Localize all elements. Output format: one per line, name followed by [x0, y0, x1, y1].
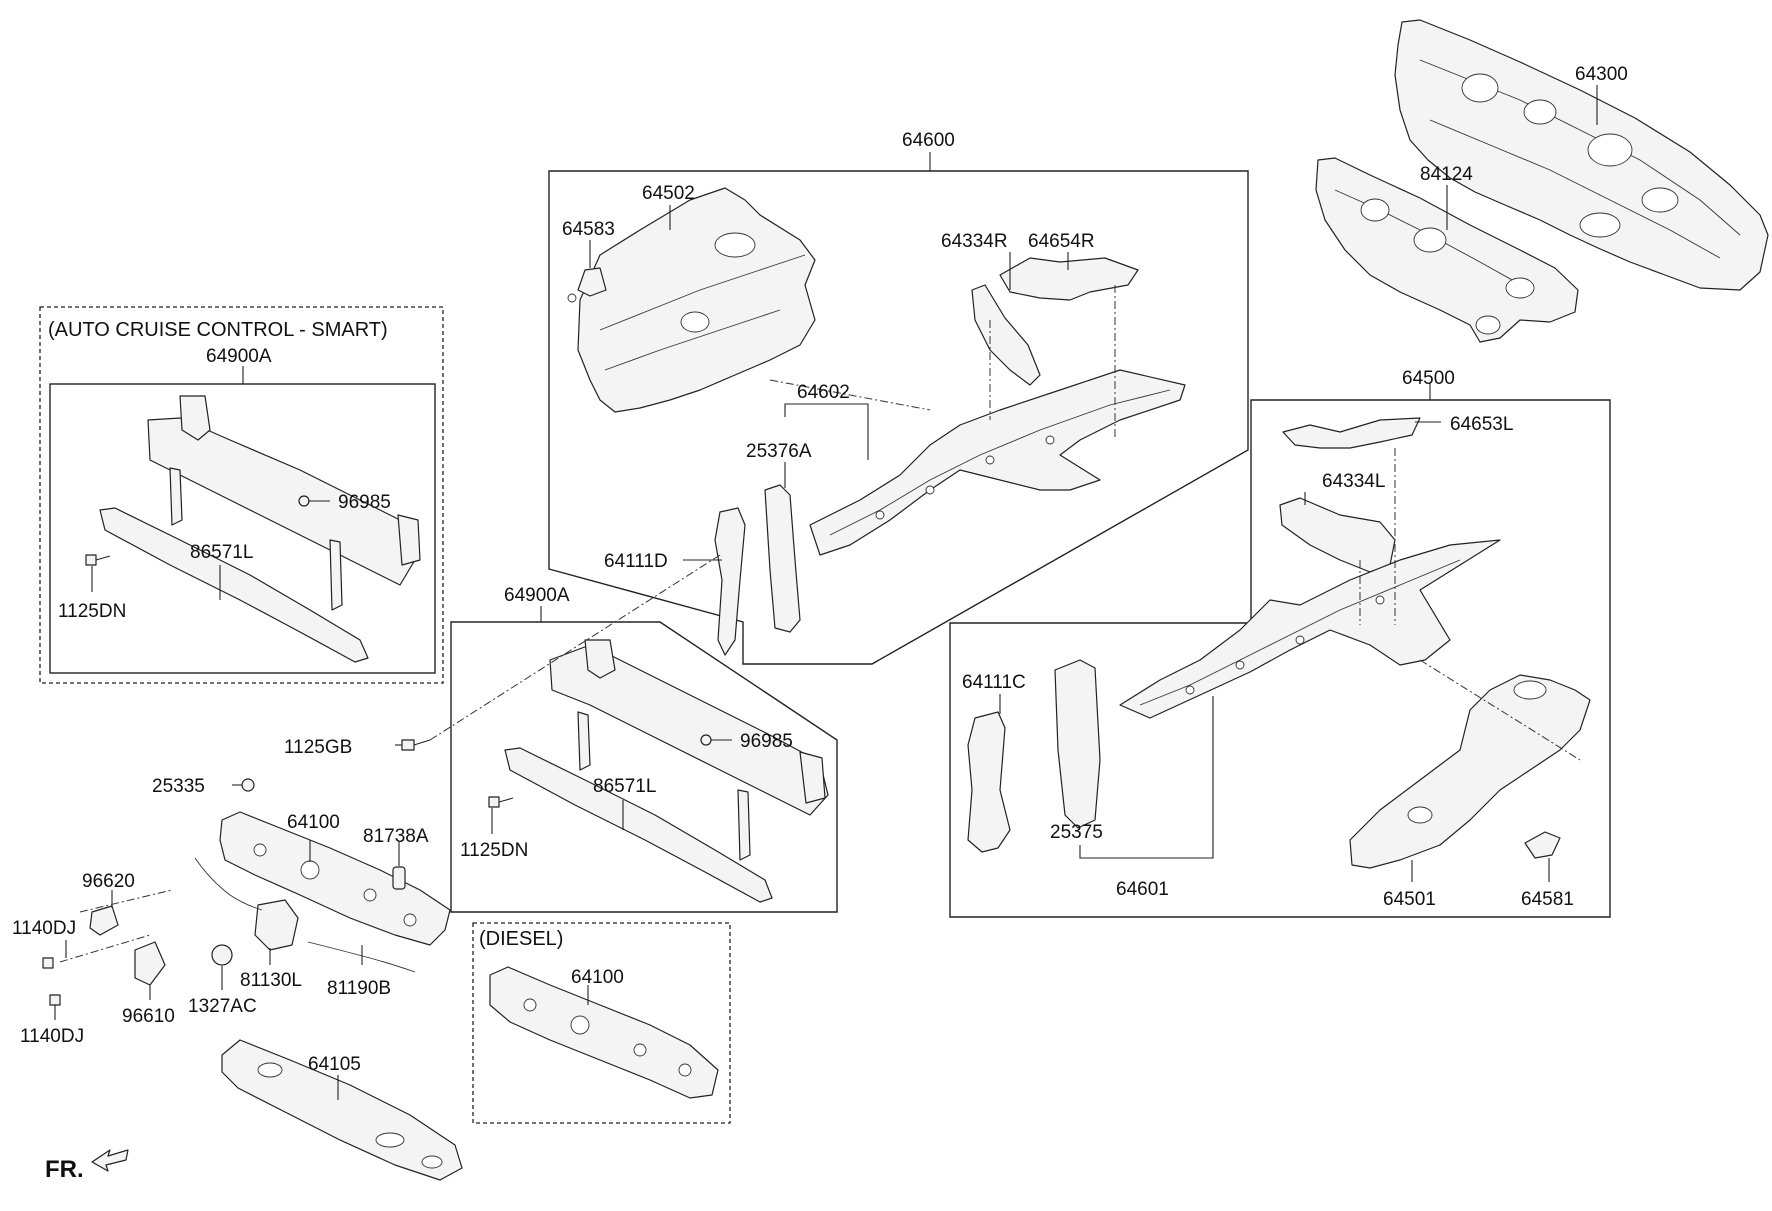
acc-option-header: (AUTO CRUISE CONTROL - SMART) [48, 319, 388, 341]
label-81130L: 81130L [240, 970, 302, 991]
stay-86571L-acc[interactable] [99, 507, 369, 663]
nut-96985[interactable] [700, 734, 712, 746]
label-64602: 64602 [797, 382, 850, 403]
label-64900A-acc: 64900A [206, 346, 272, 367]
label-64105: 64105 [308, 1054, 361, 1075]
label-64601: 64601 [1116, 879, 1169, 900]
label-64581: 64581 [1521, 889, 1574, 910]
bracket-64111D[interactable] [714, 507, 746, 656]
front-direction-label: FR. [45, 1156, 84, 1183]
front-direction-arrow-icon [91, 1149, 129, 1172]
label-64583: 64583 [562, 219, 615, 240]
carrier-64100[interactable] [219, 811, 451, 946]
label-84124: 84124 [1420, 164, 1473, 185]
reinforcement-64653L[interactable] [1282, 417, 1421, 449]
bolt-1125GB[interactable] [401, 739, 431, 751]
bracket-64583[interactable] [567, 267, 607, 303]
label-86571L: 86571L [593, 776, 656, 797]
latch-81130L[interactable] [254, 899, 299, 951]
label-64334R: 64334R [941, 231, 1008, 252]
bolt-1125DN-acc[interactable] [85, 554, 111, 566]
acc-option-box [39, 306, 444, 684]
label-1125DN: 1125DN [460, 840, 528, 861]
label-64654R: 64654R [1028, 231, 1095, 252]
apron-64502[interactable] [577, 187, 816, 413]
bumper-81738A[interactable] [392, 866, 406, 890]
insulator-84124[interactable] [1315, 157, 1579, 343]
dash-panel-64300[interactable] [1394, 19, 1769, 291]
label-81738A: 81738A [363, 826, 429, 847]
label-1125GB: 1125GB [284, 737, 352, 758]
leader-lines [54, 85, 1598, 1100]
label-64501: 64501 [1383, 889, 1436, 910]
diesel-option-header: (DIESEL) [479, 928, 563, 950]
stay-86571L[interactable] [504, 747, 773, 903]
label-1327AC: 1327AC [188, 996, 257, 1017]
side-member-64602[interactable] [809, 369, 1186, 556]
label-86571L-acc: 86571L [190, 542, 253, 563]
label-96620: 96620 [82, 871, 135, 892]
label-1125DN-acc: 1125DN [58, 601, 126, 622]
carrier-64100-diesel[interactable] [489, 966, 719, 1099]
beam-assembly-box-64900A [450, 621, 838, 913]
label-25375: 25375 [1050, 822, 1103, 843]
label-1140DJ-bot: 1140DJ [20, 1026, 84, 1047]
label-64500: 64500 [1402, 368, 1455, 389]
label-64111C: 64111C [962, 672, 1026, 693]
label-96985-acc: 96985 [338, 492, 391, 513]
apron-64501[interactable] [1349, 674, 1591, 869]
bolt-1140DJ-bot[interactable] [49, 994, 61, 1006]
label-64111D: 64111D [604, 551, 668, 572]
label-64300: 64300 [1575, 64, 1628, 85]
member-64334L[interactable] [1279, 497, 1396, 573]
nut-25335[interactable] [241, 778, 255, 792]
panel-25376A[interactable] [764, 484, 801, 633]
cable-81190B[interactable] [307, 941, 416, 973]
bracket-64111C[interactable] [967, 711, 1011, 853]
member-64334R[interactable] [971, 284, 1041, 386]
bumper-beam-64900A-acc[interactable] [147, 395, 421, 611]
bolt-1140DJ-top[interactable] [42, 957, 54, 969]
horn-96610[interactable] [134, 941, 166, 986]
bracket-64581[interactable] [1524, 831, 1561, 859]
lower-member-64105[interactable] [221, 1039, 463, 1181]
assembly-box-64600 [548, 170, 1249, 665]
label-1140DJ-top: 1140DJ [12, 918, 76, 939]
diesel-option-box [472, 922, 731, 1124]
label-64600: 64600 [902, 130, 955, 151]
label-64653L: 64653L [1450, 414, 1513, 435]
horn-96620[interactable] [89, 905, 119, 936]
label-64334L: 64334L [1322, 471, 1385, 492]
label-64502: 64502 [642, 183, 695, 204]
label-81190B: 81190B [327, 978, 391, 999]
label-64900A: 64900A [504, 585, 570, 606]
label-96610: 96610 [122, 1006, 175, 1027]
grommet-1327AC[interactable] [211, 944, 233, 966]
label-25376A: 25376A [746, 441, 812, 462]
nut-96985-acc[interactable] [298, 495, 310, 507]
label-64100-diesel: 64100 [571, 967, 624, 988]
label-96985: 96985 [740, 731, 793, 752]
side-member-64601[interactable] [1119, 539, 1501, 719]
bumper-beam-64900A[interactable] [549, 639, 829, 861]
label-64100: 64100 [287, 812, 340, 833]
panel-25375[interactable] [1054, 659, 1101, 829]
label-25335: 25335 [152, 776, 205, 797]
reinforcement-64654R[interactable] [999, 257, 1139, 301]
bolt-1125DN[interactable] [488, 796, 514, 808]
